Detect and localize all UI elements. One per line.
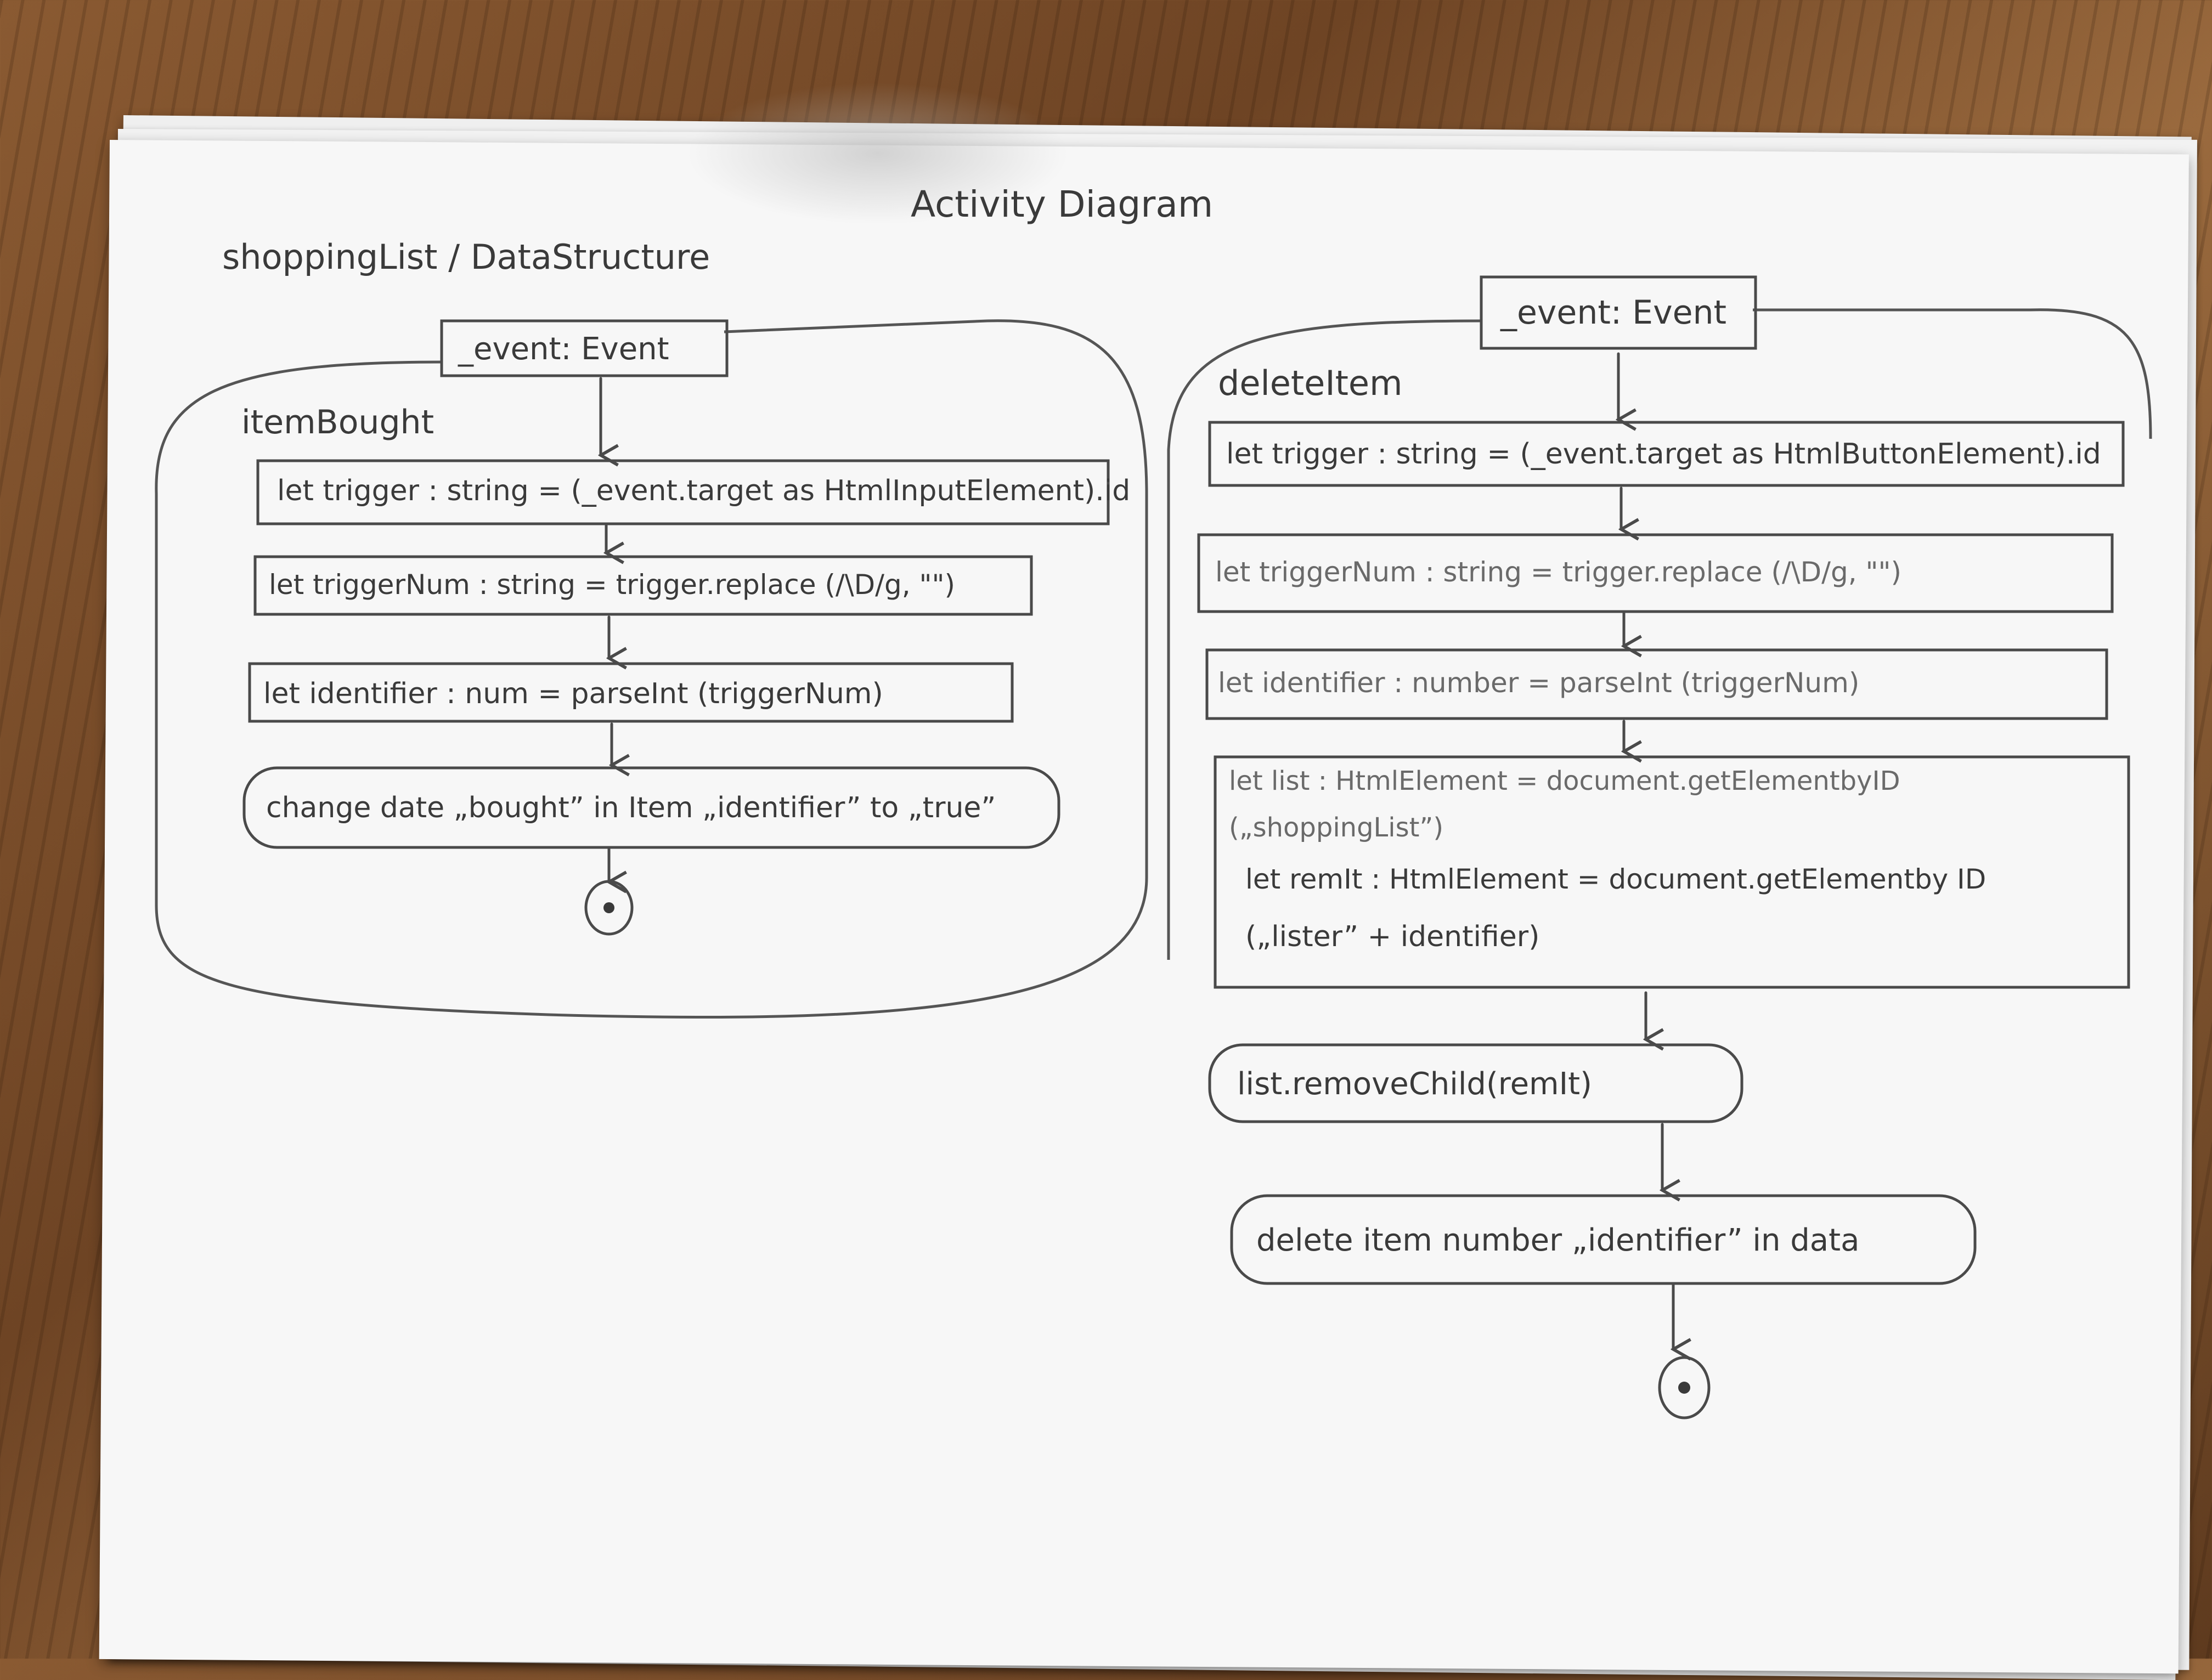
- right-step-3-box: [1205, 648, 2108, 720]
- left-step-4-text: change date „bought” in Item „identifier…: [266, 791, 996, 824]
- right-final-node: [1658, 1356, 1711, 1419]
- left-activity-frame: [155, 319, 1148, 1019]
- right-step-4-line-4: („lister” + identifier): [1245, 920, 1539, 953]
- right-step-2-text: let triggerNum : string = trigger.replac…: [1215, 556, 1901, 588]
- right-step-2-box: [1197, 533, 2114, 613]
- right-delete-item-box: [1230, 1194, 1977, 1285]
- right-activity-frame: [1167, 308, 2152, 960]
- diagram-header: Activity Diagram: [911, 183, 1213, 225]
- left-step-3-text: let identifier : num = parseInt (trigger…: [263, 677, 883, 710]
- right-step-4-line-1: let list : HtmlElement = document.getEle…: [1229, 766, 1900, 796]
- right-event-label: _event: Event: [1500, 293, 1726, 332]
- right-step-4-line-3: let remIt : HtmlElement = document.getEl…: [1245, 863, 1986, 895]
- left-final-node-dot: [603, 902, 614, 913]
- right-activity-name: deleteItem: [1218, 363, 1402, 403]
- left-step-4-box: [242, 766, 1060, 849]
- right-delete-item-text: delete item number „identifier” in data: [1256, 1223, 1859, 1258]
- right-step-4-box: [1214, 755, 2130, 989]
- left-step-2-text: let triggerNum : string = trigger.replac…: [269, 569, 955, 601]
- left-step-2-box: [253, 555, 1033, 616]
- right-step-3-text: let identifier : number = parseInt (trig…: [1218, 667, 1859, 699]
- right-step-1-text: let trigger : string = (_event.target as…: [1226, 438, 2101, 471]
- left-event-box: [440, 319, 729, 377]
- left-final-node: [584, 880, 634, 936]
- right-remove-child-text: list.removeChild(remIt): [1237, 1066, 1592, 1102]
- right-event-box: [1480, 275, 1757, 350]
- left-step-3-box: [248, 662, 1014, 723]
- left-activity-name: itemBought: [241, 403, 434, 442]
- right-final-node-dot: [1678, 1382, 1690, 1394]
- right-activity: _event: Event deleteItem let trigger : s…: [1167, 275, 2152, 1419]
- left-step-1-box: [256, 459, 1110, 525]
- right-step-1-box: [1208, 421, 2125, 487]
- left-activity: _event: Event itemBought let trigger : s…: [155, 319, 1148, 1019]
- light-glare: [686, 82, 1070, 225]
- diagram-subtitle: shoppingList / DataStructure: [222, 237, 710, 277]
- right-step-4-line-2: („shoppingList”): [1229, 812, 1443, 843]
- right-remove-child-box: [1208, 1043, 1743, 1123]
- left-step-1-text: let trigger : string = (_event.target as…: [277, 474, 1130, 507]
- left-event-label: _event: Event: [458, 331, 669, 367]
